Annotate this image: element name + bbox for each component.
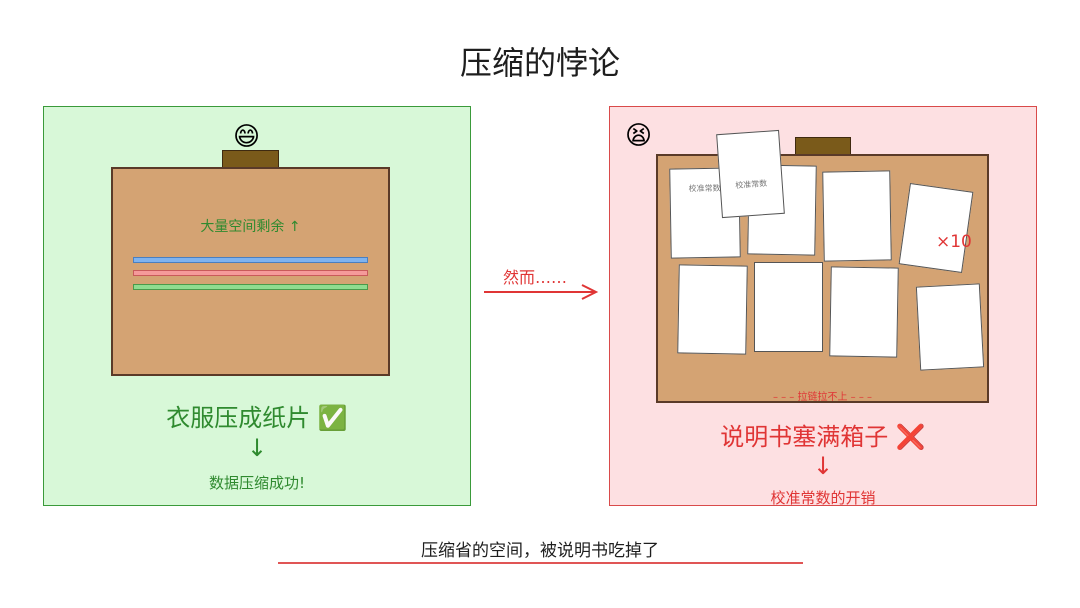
manual-page <box>754 262 823 352</box>
manual-page <box>829 266 899 358</box>
space-remaining-label: 大量空间剩余 ↑ <box>200 219 301 235</box>
manual-page-overflow: 校准常数 <box>716 129 785 219</box>
footer-underline <box>278 562 803 564</box>
however-label: 然而…… <box>503 268 568 287</box>
manual-page <box>898 182 974 274</box>
left-caption: 衣服压成纸片 ✅ <box>166 404 348 432</box>
zipper-note: – – – 拉链拉不上 – – – <box>772 392 873 403</box>
right-caption: 说明书塞满箱子 ❌ <box>720 423 926 451</box>
suitcase-handle-right <box>795 137 851 155</box>
down-arrow-icon: ↓ <box>812 452 834 480</box>
compressed-clothes-stripe-green <box>133 284 368 290</box>
manual-page <box>915 283 985 371</box>
tired-face-icon: 😫 <box>625 121 653 151</box>
compressed-clothes-stripe-red <box>133 270 368 276</box>
right-result: 校准常数的开销 <box>770 489 876 507</box>
paper-label: 校准常数 <box>734 178 768 191</box>
down-arrow-icon: ↓ <box>246 434 268 462</box>
grinning-face-icon: 😄 <box>233 122 261 152</box>
left-result: 数据压缩成功! <box>208 474 305 492</box>
multiplier-label: ×10 <box>936 232 972 252</box>
compressed-clothes-stripe-blue <box>133 257 368 263</box>
right-arrow-icon <box>484 284 599 300</box>
footer-caption: 压缩省的空间，被说明书吃掉了 <box>421 541 659 561</box>
manual-page <box>677 264 748 355</box>
manual-page <box>822 170 892 262</box>
page-title: 压缩的悖论 <box>459 44 620 82</box>
